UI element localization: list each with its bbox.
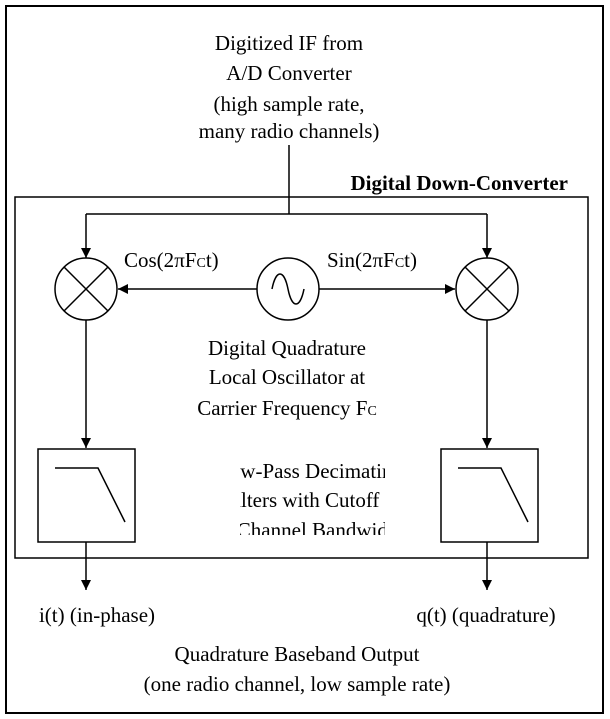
input-label-line4: many radio channels) xyxy=(199,119,380,143)
input-label-line3: (high sample rate, xyxy=(213,92,364,116)
filter-desc-line3: ½ Channel Bandwidth xyxy=(216,518,405,542)
output-label-q: q(t) (quadrature) xyxy=(416,603,555,627)
mixer-i xyxy=(54,257,118,321)
cos-label: Cos(2πFCt) xyxy=(124,248,219,272)
output-caption-line1: Quadrature Baseband Output xyxy=(175,642,420,666)
lowpass-filter-q-icon xyxy=(440,448,539,543)
output-caption-line2: (one radio channel, low sample rate) xyxy=(144,672,451,696)
oscillator-description: Digital Quadrature Local Oscillator at C… xyxy=(197,336,377,420)
input-label-line1: Digitized IF from xyxy=(215,31,363,55)
oscillator-desc-line1: Digital Quadrature xyxy=(208,336,366,360)
ddc-title: Digital Down-Converter xyxy=(350,171,568,195)
oscillator-desc-line3: Carrier Frequency FC xyxy=(197,396,377,420)
filter-desc-line2: Filters with Cutoff = xyxy=(223,488,396,512)
lowpass-filter-i-icon xyxy=(37,448,136,543)
input-label-line2: A/D Converter xyxy=(226,61,351,85)
filter-description: Low-Pass Decimating Filters with Cutoff … xyxy=(216,459,405,542)
sin-label: Sin(2πFCt) xyxy=(327,248,417,272)
ddc-box xyxy=(14,196,589,559)
outer-frame xyxy=(5,5,604,714)
oscillator-icon xyxy=(256,257,320,321)
filter-desc-line1: Low-Pass Decimating xyxy=(217,459,404,483)
oscillator-desc-line2: Local Oscillator at xyxy=(209,365,365,389)
output-label-i: i(t) (in-phase) xyxy=(39,603,155,627)
mixer-q xyxy=(455,257,519,321)
input-label: Digitized IF from A/D Converter (high sa… xyxy=(199,31,380,143)
